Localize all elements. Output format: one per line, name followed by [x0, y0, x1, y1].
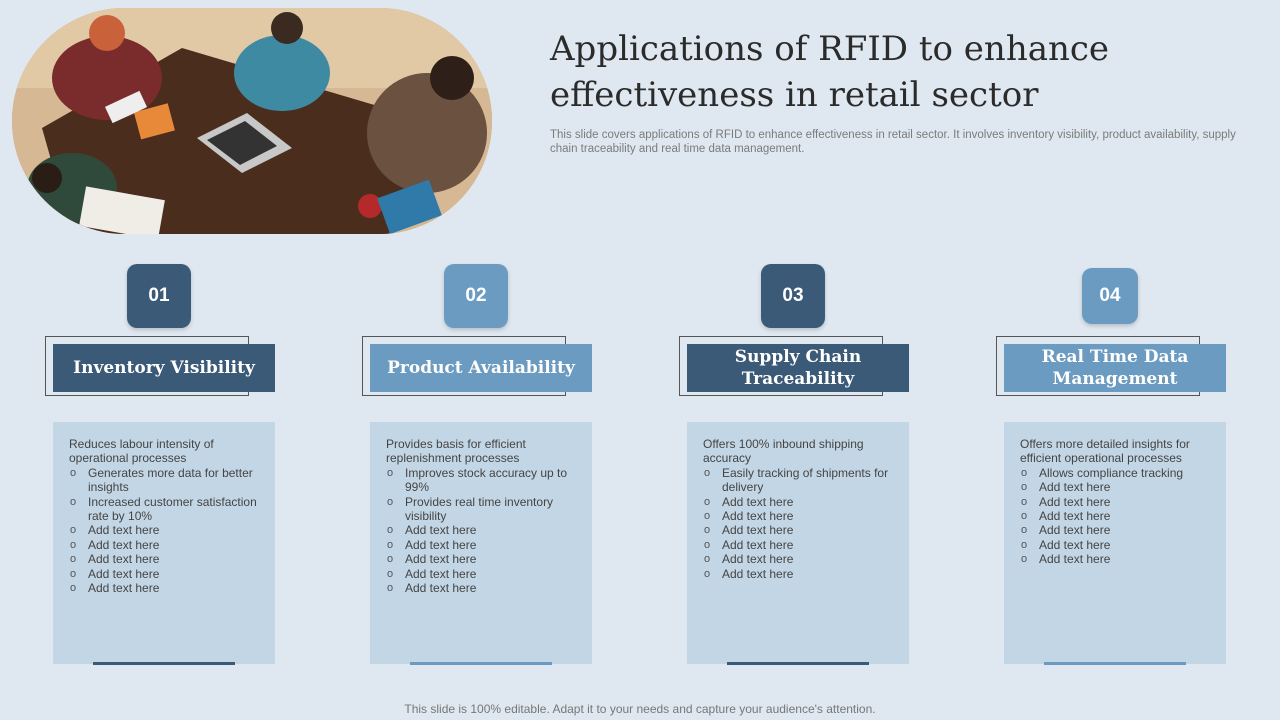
bullet-circle-icon: o: [70, 538, 77, 551]
card-underline: [93, 662, 235, 665]
card-underline: [727, 662, 869, 665]
application-card-2: 02 Product Availability Provides basis f…: [362, 264, 612, 674]
bullet-circle-icon: o: [387, 495, 394, 508]
bullet-circle-icon: o: [704, 567, 711, 580]
application-card-4: 04 Real Time Data Management Offers more…: [996, 264, 1246, 674]
card-body: Reduces labour intensity of operational …: [53, 422, 275, 664]
bullet-circle-icon: o: [1021, 495, 1028, 508]
card-lead-text: Offers 100% inbound shipping accuracy: [703, 437, 864, 466]
bullet-circle-icon: o: [704, 510, 711, 523]
bullet-circle-icon: o: [704, 495, 711, 508]
page-subtitle: This slide covers applications of RFID t…: [550, 129, 1236, 155]
bullet-circle-icon: o: [1021, 481, 1028, 494]
application-card-1: 01 Inventory Visibility Reduces labour i…: [45, 264, 295, 674]
card-underline: [1044, 662, 1186, 665]
team-meeting-photo: [12, 8, 492, 234]
card-heading: Supply Chain Traceability: [687, 344, 909, 392]
page-title: Applications of RFID to enhance effectiv…: [550, 29, 1110, 115]
bullet-circle-icon: o: [387, 466, 394, 479]
card-heading: Product Availability: [370, 344, 592, 392]
step-number-badge: 01: [127, 264, 191, 328]
footer-note: This slide is 100% editable. Adapt it to…: [404, 702, 876, 716]
bullet-circle-icon: o: [1021, 510, 1028, 523]
bullet-circle-icon: o: [704, 524, 711, 537]
bullet-circle-icon: o: [387, 582, 394, 595]
card-body: Provides basis for efficient replenishme…: [370, 422, 592, 664]
bullet-circle-icon: o: [387, 553, 394, 566]
bullet-circle-icon: o: [704, 553, 711, 566]
bullet-circle-icon: o: [1021, 538, 1028, 551]
step-number-badge: 02: [444, 264, 508, 328]
card-lead-text: Provides basis for efficient replenishme…: [386, 437, 526, 466]
card-heading: Inventory Visibility: [53, 344, 275, 392]
card-body: Offers more detailed insights for effici…: [1004, 422, 1226, 664]
bullet-circle-icon: o: [387, 567, 394, 580]
bullet-circle-icon: o: [70, 553, 77, 566]
card-lead-text: Offers more detailed insights for effici…: [1020, 437, 1190, 466]
bullet-circle-icon: o: [387, 538, 394, 551]
bullet-circle-icon: o: [704, 538, 711, 551]
bullet-circle-icon: o: [387, 524, 394, 537]
step-number-badge: 03: [761, 264, 825, 328]
bullet-circle-icon: o: [70, 582, 77, 595]
application-card-3: 03 Supply Chain Traceability Offers 100%…: [679, 264, 929, 674]
step-number-badge: 04: [1082, 268, 1138, 324]
card-underline: [410, 662, 552, 665]
card-heading: Real Time Data Management: [1004, 344, 1226, 392]
card-lead-text: Reduces labour intensity of operational …: [69, 437, 214, 466]
bullet-circle-icon: o: [70, 466, 77, 479]
bullet-circle-icon: o: [70, 524, 77, 537]
bullet-circle-icon: o: [1021, 466, 1028, 479]
bullet-circle-icon: o: [70, 495, 77, 508]
bullet-circle-icon: o: [704, 466, 711, 479]
bullet-circle-icon: o: [70, 567, 77, 580]
bullet-circle-icon: o: [1021, 524, 1028, 537]
bullet-circle-icon: o: [1021, 553, 1028, 566]
